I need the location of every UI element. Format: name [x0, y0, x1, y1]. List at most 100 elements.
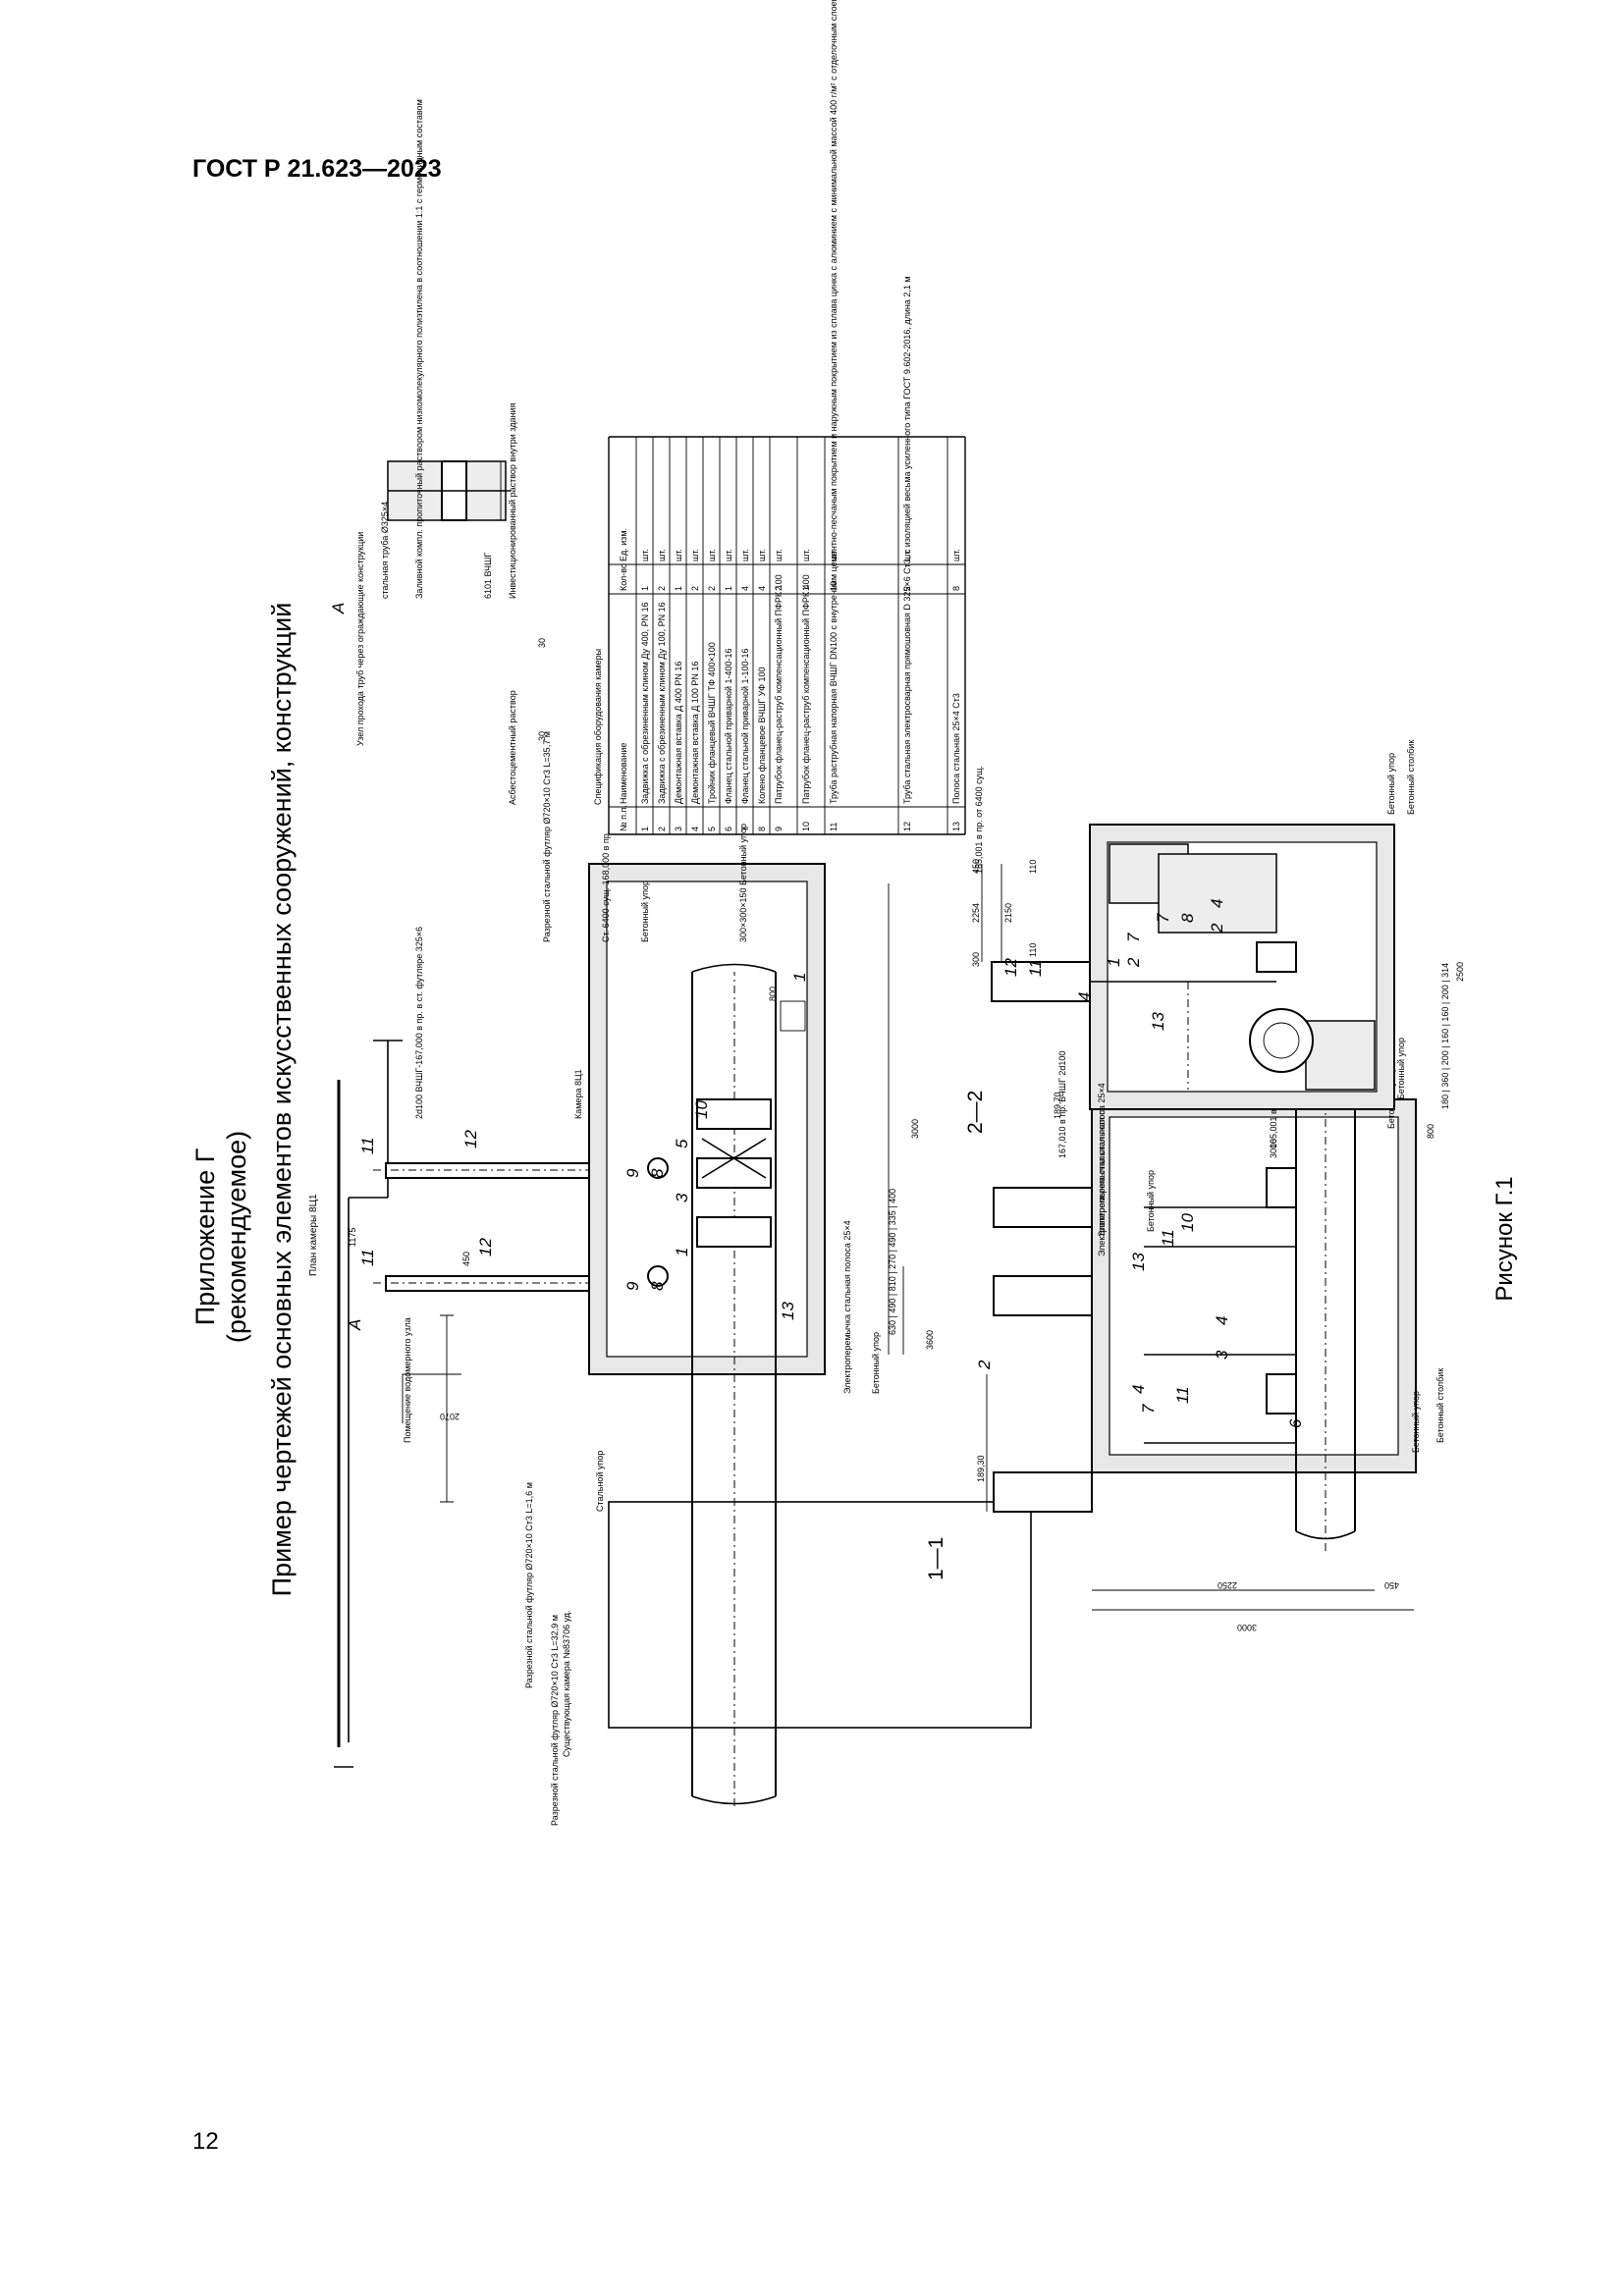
dim-3000: 3000 — [910, 1119, 920, 1139]
spec-cell: 1 — [640, 827, 650, 831]
spec-cell: 7 — [740, 827, 750, 831]
s11-callout-4a: 4 — [1129, 1385, 1148, 1394]
label-existing: Существующая камера №83706 уд. — [562, 1610, 571, 1757]
dim-3600: 3600 — [925, 1330, 935, 1350]
label-filter-left-2: Разрезной стальной футляр Ø720×10 Ст3 L=… — [524, 1482, 534, 1688]
s11-callout-11a: 11 — [1173, 1386, 1192, 1404]
s22-dim-2500: 2500 — [1455, 962, 1465, 982]
dim-2070: 2070 — [440, 1412, 460, 1421]
plan-fittings — [647, 1098, 772, 1287]
spec-cell: Фланец стальной приварной 1-100-16 — [740, 648, 750, 804]
s11-callout-13: 13 — [1129, 1253, 1148, 1271]
spec-cell: шт. — [707, 549, 717, 561]
plan-callout-5: 5 — [673, 1139, 691, 1148]
spec-cell: 8 — [757, 827, 767, 831]
appendix-status: (рекомендуемое) — [222, 1131, 251, 1343]
s11-dim-450: 450 — [1384, 1580, 1399, 1590]
s22-dim-2254: 2254 — [971, 903, 981, 923]
s11-dim-3000: 3000 — [1237, 1623, 1257, 1632]
s11-marker-2: 2 — [975, 1360, 994, 1370]
node-a-dim-2: 30 — [537, 638, 547, 648]
standard-header: ГОСТ Р 21.623—2023 — [192, 155, 442, 183]
s22-label-3: Бетонный упор — [1386, 753, 1396, 815]
s22-dim-300: 300 — [971, 952, 981, 967]
section-1-1-title: 1—1 — [925, 1537, 947, 1580]
spec-cell: 4 — [690, 827, 700, 831]
s22-label-2: Бетонный упор — [1396, 1038, 1406, 1099]
spec-cell: 1 — [640, 586, 650, 591]
plan-callout-8b: 8 — [648, 1168, 667, 1178]
s11-callout-4b: 4 — [1213, 1316, 1231, 1325]
spec-cell: шт. — [829, 549, 839, 561]
spec-cell: Патрубок фланец-раструб компенсационный … — [801, 574, 811, 804]
dim-1175: 1175 — [348, 1228, 357, 1247]
s11-label-4: Бетонный столбик — [1435, 1368, 1445, 1443]
spec-cell: шт. — [674, 549, 683, 561]
plan-callout-3: 3 — [673, 1193, 691, 1202]
plan-marker-a: А — [346, 1319, 364, 1331]
plan-callout-13: 13 — [779, 1302, 797, 1320]
plan-callout-11b: 11 — [358, 1137, 377, 1154]
figure-caption: Рисунок Г.1 — [1491, 1176, 1518, 1301]
label-concrete-stop: Бетонный упор — [640, 881, 650, 942]
spec-cell: Полоса стальная 25×4 Ст3 — [951, 693, 961, 804]
node-a-label-1: стальная труба Ø325×4 — [380, 502, 390, 599]
spec-header-cell: Кол-во — [619, 563, 628, 591]
dim-450: 450 — [461, 1252, 471, 1266]
spec-cell: 2 — [902, 586, 912, 591]
spec-cell: шт. — [774, 549, 784, 561]
section-2-2-title: 2—2 — [964, 1091, 987, 1134]
spec-cell: 6 — [724, 827, 733, 831]
s22-label-4: Бетонный столбик — [1406, 740, 1416, 815]
plan-section-marker-1: 1 — [790, 973, 809, 982]
spec-cell: шт. — [690, 549, 700, 561]
s22-dim-3000: 3000 — [1269, 1139, 1278, 1158]
plan-callout-8a: 8 — [648, 1281, 667, 1291]
spec-cell: 1 — [801, 586, 811, 591]
s22-dim-800: 800 — [1426, 1124, 1435, 1139]
node-a-dim-1: 30 — [537, 731, 547, 741]
plan-callout-12b: 12 — [461, 1130, 480, 1148]
spec-cell: 9 — [774, 827, 784, 831]
spec-header-cell: № п.п. — [619, 805, 628, 831]
chamber-plan: План камеры 8Ц1 Помещение водомерного уз… — [308, 731, 1032, 1826]
node-a-label-5: Инвестиционированный раствор внутри здан… — [508, 402, 517, 599]
spec-cell: 2 — [657, 827, 667, 831]
appendix-title: Приложение Г — [190, 1148, 220, 1325]
s22-elev-1: 167,010 в пр. ВЧШГ 2d100 — [1057, 1051, 1067, 1158]
s22-callout-4b: 4 — [1208, 899, 1226, 908]
spec-cell: 5 — [707, 827, 717, 831]
spec-cell: шт. — [640, 549, 650, 561]
spec-cell: Тройник фланцевый ВЧШГ ТФ 400×100 — [707, 642, 717, 804]
label-filter-right-2: Ст. 6400 сущ. 168,000 в пр. — [601, 831, 611, 942]
spec-cell: шт. — [657, 549, 667, 561]
s22-callout-7a: 7 — [1124, 933, 1143, 942]
s11-label-1: Электроперемычка стальная полоса 25×4 — [1097, 1063, 1107, 1237]
node-a-label-2: Заливной компл. пропиточный раствором ни… — [414, 99, 424, 599]
s22-elev-2: 165,001 в пр. от 6400 сущ. — [974, 766, 984, 874]
s22-dim-2150: 2150 — [1003, 903, 1013, 923]
plan-callout-11a: 11 — [358, 1249, 377, 1266]
node-a-label-4: Асбестоцементный раствор — [508, 690, 517, 805]
section-2-2: 2—2 189,70 12 11 4 13 2 1 7 7 8 2 4 167,… — [964, 740, 1465, 1256]
s11-label-3: Бетонный упор — [1411, 1391, 1421, 1453]
spec-cell: Задвижка с обрезиненным клином Ду 100, P… — [657, 602, 667, 804]
s22-callout-12: 12 — [1001, 958, 1020, 977]
spec-cell: шт. — [902, 549, 912, 561]
spec-cell: шт. — [951, 549, 961, 561]
spec-cell: Труба раструбная напорная ВЧШГ DN100 с в… — [829, 0, 839, 804]
spec-cell: шт. — [757, 549, 767, 561]
s22-callout-4a: 4 — [1075, 992, 1094, 1001]
spec-cell: Демонтажная вставка Д 100 PN 16 — [690, 662, 700, 804]
spec-cell: 1 — [674, 586, 683, 591]
label-pipes: 2d100 ВЧШГ-167,000 в пр. в ст. футляре 3… — [414, 927, 424, 1119]
spec-cell: шт. — [740, 549, 750, 561]
spec-cell: 2 — [657, 586, 667, 591]
spec-cell: Патрубок фланец-раструб компенсационный … — [774, 574, 784, 804]
s22-callout-2b: 2 — [1208, 923, 1226, 934]
s22-callout-2a: 2 — [1124, 957, 1143, 968]
s11-callout-3: 3 — [1213, 1350, 1231, 1360]
page-number: 12 — [192, 2128, 219, 2155]
node-a-marker: А — [329, 603, 348, 614]
spec-cell: 8 — [951, 586, 961, 591]
